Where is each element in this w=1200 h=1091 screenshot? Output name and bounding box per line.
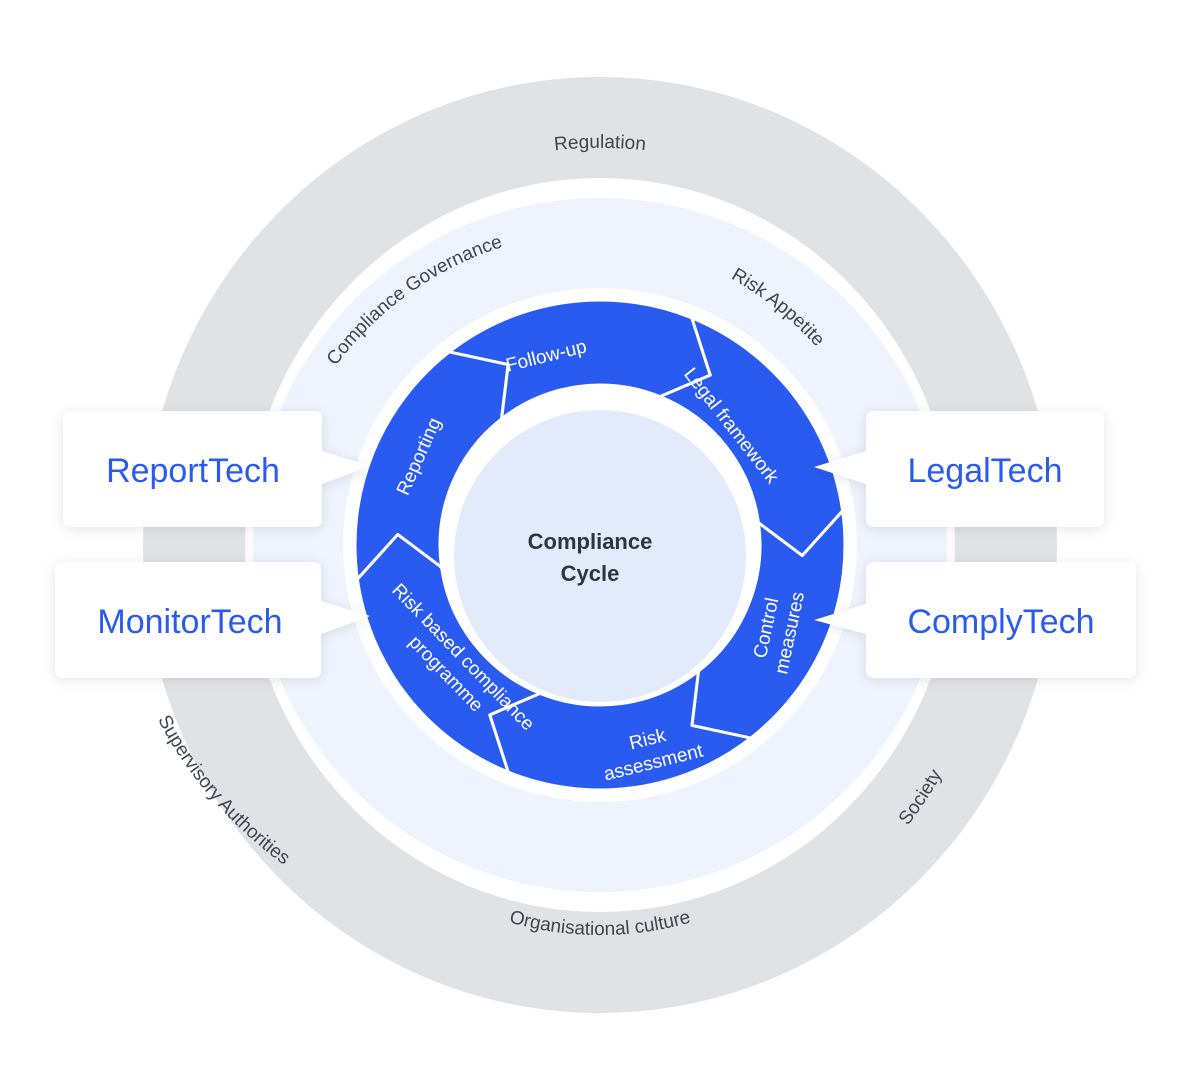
center-circle [454, 410, 746, 702]
monitortech-label: MonitorTech [97, 603, 282, 641]
segment-reporting [353, 350, 510, 581]
complytech-label: ComplyTech [907, 603, 1094, 641]
cycle-segments [353, 298, 847, 792]
card-monitortech: MonitorTech [55, 562, 370, 678]
regulation-label: Regulation [553, 132, 647, 155]
card-reporttech: ReportTech [63, 411, 370, 527]
card-legaltech: LegalTech [814, 411, 1104, 527]
center-title-line2: Cycle [561, 561, 620, 586]
card-complytech: ComplyTech [814, 562, 1136, 678]
legaltech-label: LegalTech [907, 452, 1062, 490]
reporttech-label: ReportTech [106, 452, 280, 490]
center-title-line1: Compliance [528, 529, 653, 554]
